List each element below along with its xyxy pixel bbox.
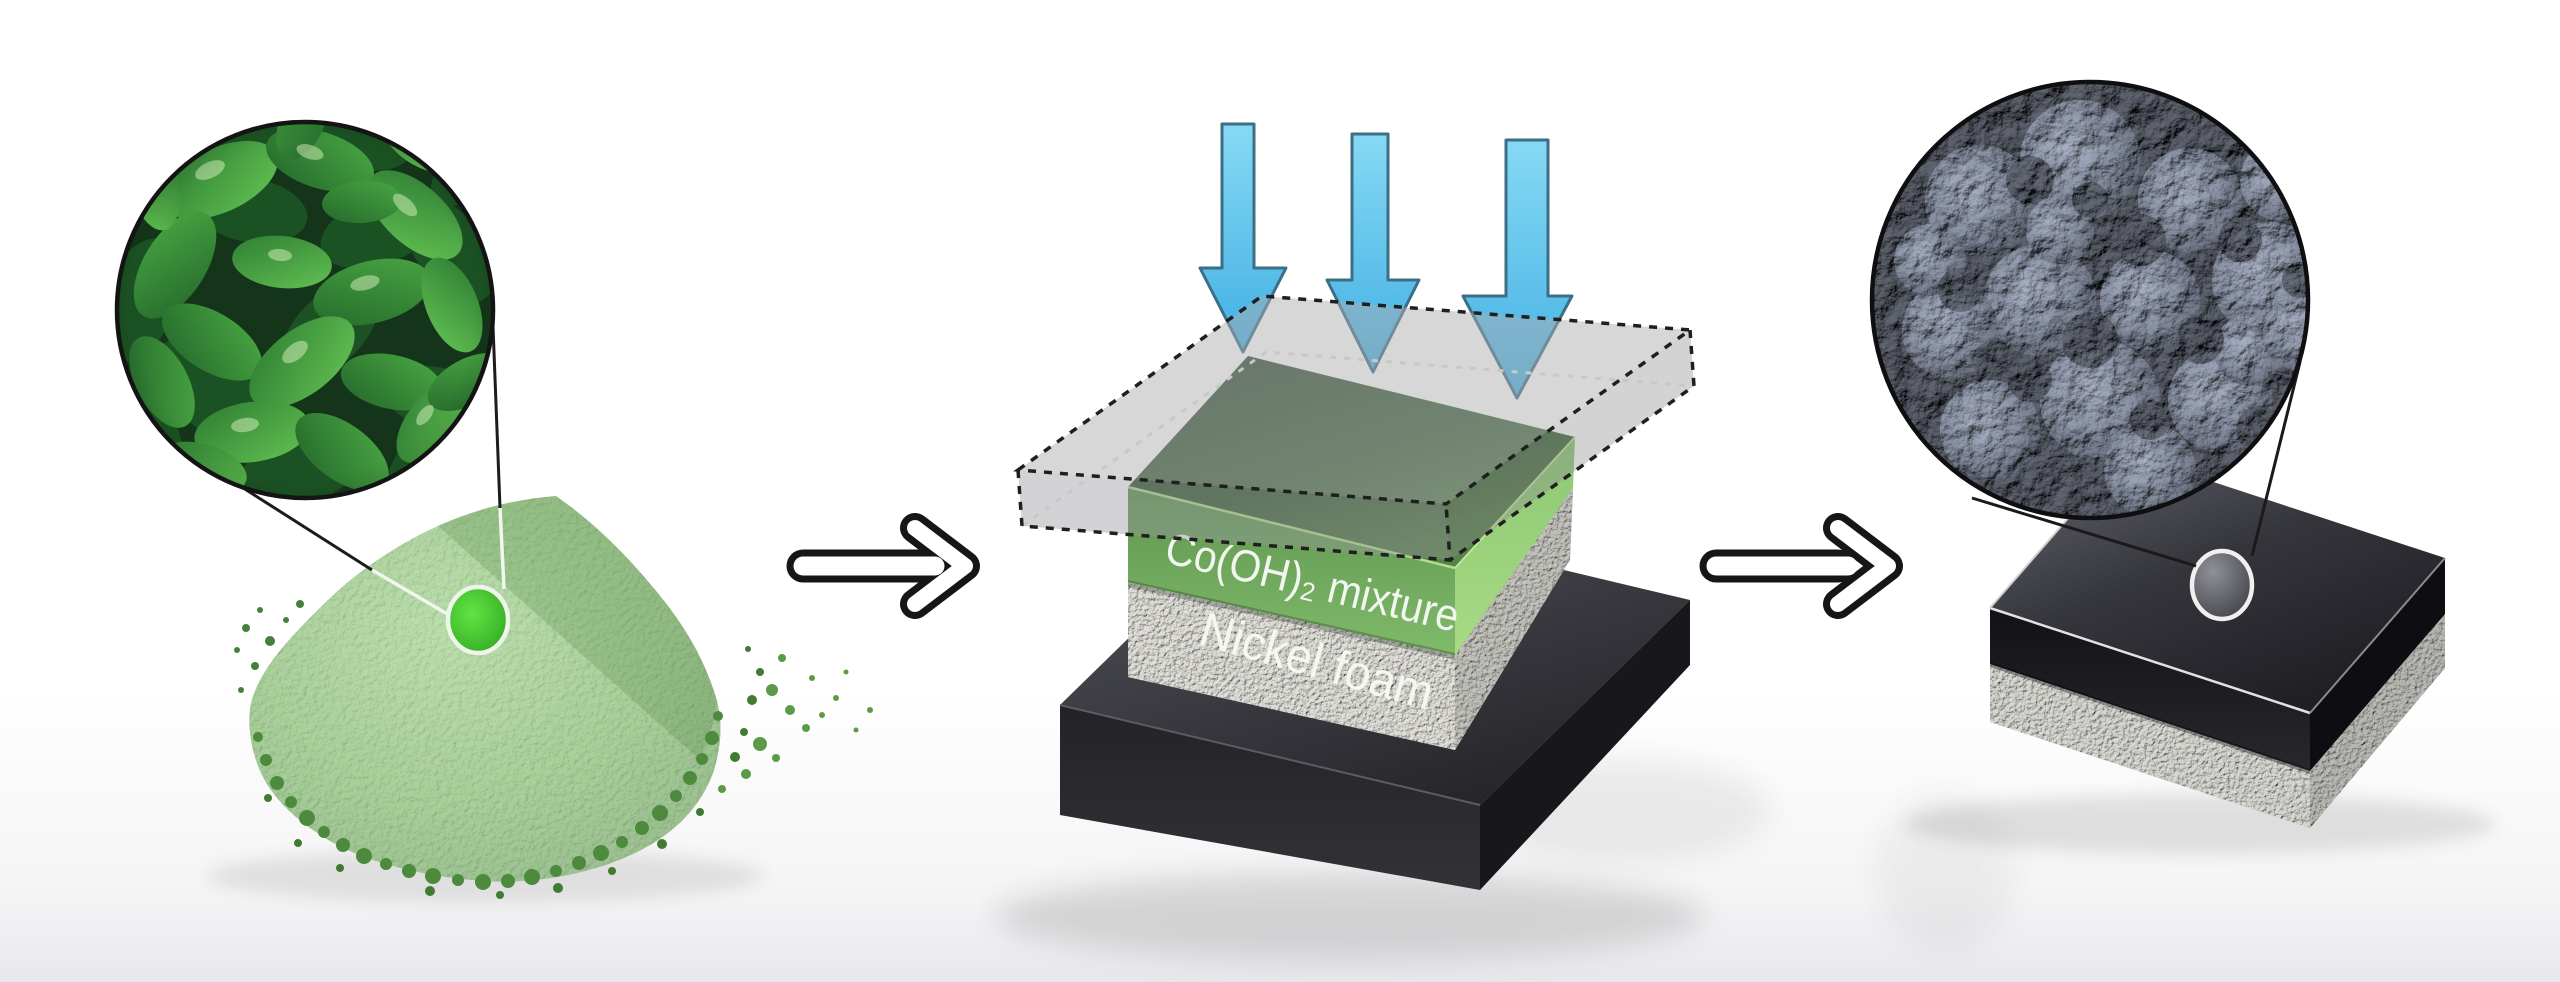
pressed-foam-layer bbox=[1990, 614, 2445, 828]
particle-texture bbox=[1872, 82, 2308, 518]
pressure-arrow-1 bbox=[1198, 122, 1288, 354]
pressed-electrode-panel bbox=[1869, 79, 2446, 828]
callout-lines-right bbox=[1971, 361, 2302, 568]
powder-marker-circle bbox=[445, 584, 511, 656]
pressure-arrow-3 bbox=[1461, 138, 1574, 400]
process-arrow-2 bbox=[1699, 513, 1903, 619]
powder-crumbs bbox=[234, 600, 873, 899]
press-plate bbox=[1013, 294, 1696, 562]
pressure-arrow-2 bbox=[1325, 132, 1421, 374]
pressing-stack: Co(OH)₂ mixture Nickel foam bbox=[1013, 122, 1696, 890]
process-arrow-1 bbox=[786, 513, 980, 619]
pressure-arrows bbox=[1198, 122, 1574, 400]
nickel-foam-layer bbox=[1128, 488, 1573, 750]
pressed-marker-circle bbox=[2189, 548, 2255, 622]
particle-inset-circle bbox=[1869, 79, 2311, 521]
